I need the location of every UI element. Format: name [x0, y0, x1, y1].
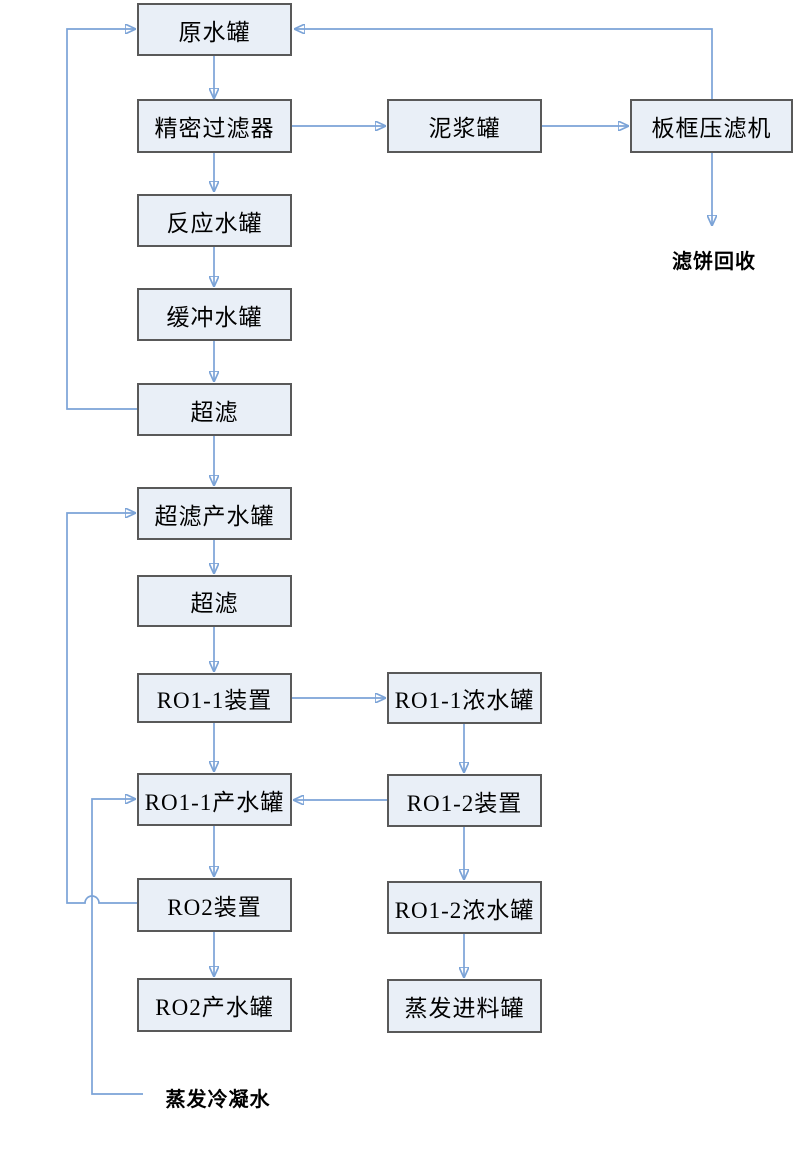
node-reaction-tank: 反应水罐	[137, 194, 292, 247]
label-evap-condensate: 蒸发冷凝水	[165, 1089, 271, 1111]
node-uf-2: 超滤	[137, 575, 292, 627]
node-evap-feed-tank-label: 蒸发进料罐	[404, 996, 525, 1021]
edge-uf1-to-raw-water	[66, 29, 137, 410]
node-ro12-unit-label: RO1-2装置	[406, 790, 523, 816]
node-filter-press-label: 板框压滤机	[651, 116, 772, 141]
node-ro11-product-tank: RO1-1产水罐	[137, 773, 292, 826]
node-precision-filter-label: 精密过滤器	[154, 116, 275, 141]
node-evap-feed-tank: 蒸发进料罐	[387, 979, 542, 1033]
node-ro11-product-tank-label: RO1-1产水罐	[144, 789, 285, 815]
node-ro11-conc-tank: RO1-1浓水罐	[387, 672, 542, 724]
node-uf-2-label: 超滤	[190, 591, 239, 616]
node-ro2-unit-label: RO2装置	[167, 895, 262, 920]
node-uf-1: 超滤	[137, 383, 292, 436]
node-raw-water-tank: 原水罐	[137, 3, 292, 56]
node-ro12-conc-tank-label: RO1-2浓水罐	[394, 897, 535, 923]
node-ro2-unit: RO2装置	[137, 878, 292, 932]
node-ro11-conc-tank-label: RO1-1浓水罐	[394, 688, 535, 713]
node-ro11-unit: RO1-1装置	[137, 673, 292, 723]
edge-evap-condensate-to-ro11-product-tank	[91, 799, 143, 1095]
node-ro2-product-tank-label: RO2产水罐	[155, 995, 274, 1020]
node-raw-water-tank-label: 原水罐	[178, 19, 251, 45]
node-ro12-unit: RO1-2装置	[387, 774, 542, 827]
node-ro12-conc-tank: RO1-2浓水罐	[387, 881, 542, 934]
node-uf-product-tank: 超滤产水罐	[137, 487, 292, 540]
label-filter-cake-recovery: 滤饼回收	[672, 251, 756, 273]
edge-filter-press-to-raw-water	[294, 29, 713, 100]
node-slurry-tank: 泥浆罐	[387, 99, 542, 153]
edge-ro2-unit-to-uf-product-tank	[66, 513, 137, 904]
node-buffer-tank: 缓冲水罐	[137, 288, 292, 341]
node-ro2-product-tank: RO2产水罐	[137, 978, 292, 1032]
node-uf-1-label: 超滤	[190, 399, 239, 425]
node-buffer-tank-label: 缓冲水罐	[166, 304, 263, 330]
node-ro11-unit-label: RO1-1装置	[156, 688, 273, 713]
node-slurry-tank-label: 泥浆罐	[428, 116, 501, 141]
node-uf-product-tank-label: 超滤产水罐	[154, 503, 275, 529]
node-precision-filter: 精密过滤器	[137, 99, 292, 153]
node-filter-press: 板框压滤机	[630, 99, 793, 153]
node-reaction-tank-label: 反应水罐	[166, 210, 263, 236]
